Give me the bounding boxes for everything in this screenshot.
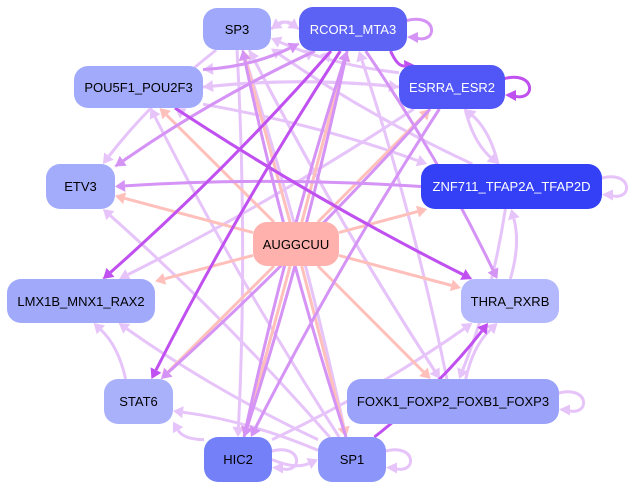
edge-auggcuu-to-foxk1_foxp2_foxb1_foxp3 — [316, 264, 431, 379]
node-label: LMX1B_MNX1_RAX2 — [17, 293, 145, 309]
edge-auggcuu-to-pou5f1_pou2f3 — [159, 108, 275, 224]
edge-auggcuu-to-etv3 — [115, 192, 254, 234]
node-znf711-tfap2a-tfap2d[interactable]: ZNF711_TFAP2A_TFAP2D — [421, 164, 602, 209]
edge-foxk1_foxp2_foxb1_foxp3-to-foxk1_foxp2_foxb1_foxp3 — [556, 390, 585, 416]
node-label: POU5F1_POU2F3 — [84, 79, 193, 95]
edge-sp1-to-pou5f1_pou2f3 — [149, 108, 341, 438]
edge-foxk1_foxp2_foxb1_foxp3-to-rcor1_mta3 — [356, 51, 449, 380]
node-label: ZNF711_TFAP2A_TFAP2D — [432, 179, 591, 194]
node-foxk1-foxp2-foxb1-foxp3[interactable]: FOXK1_FOXP2_FOXB1_FOXP3 — [347, 379, 559, 424]
edge-sp1-to-sp1 — [383, 448, 412, 474]
edge-stat6-to-lmx1b_mnx1_rax2 — [93, 323, 128, 380]
node-auggcuu[interactable]: AUGGCUU — [253, 222, 339, 266]
edge-auggcuu-to-thra_rxrb — [338, 254, 461, 292]
node-label: ETV3 — [64, 179, 97, 194]
node-sp1[interactable]: SP1 — [318, 437, 386, 482]
edge-sp3-to-hic2 — [232, 49, 245, 437]
edge-foxk1_foxp2_foxb1_foxp3-to-thra_rxrb — [464, 323, 498, 380]
edge-sp1-to-stat6 — [173, 406, 319, 452]
edge-pou5f1_pou2f3-to-thra_rxrb — [174, 106, 472, 280]
edge-znf711_tfap2a_tfap2d-to-esrra_esr2 — [465, 109, 500, 165]
node-label: STAT6 — [119, 394, 158, 409]
node-etv3[interactable]: ETV3 — [46, 164, 115, 209]
edge-esrra_esr2-to-lmx1b_mnx1_rax2 — [119, 107, 415, 280]
edge-auggcuu-to-lmx1b_mnx1_rax2 — [155, 253, 254, 285]
edge-rcor1_mta3-to-sp3 — [271, 18, 300, 31]
node-lmx1b-mnx1-rax2[interactable]: LMX1B_MNX1_RAX2 — [7, 279, 155, 323]
node-label: SP1 — [339, 452, 365, 467]
edge-znf711_tfap2a_tfap2d-to-znf711_tfap2a_tfap2d — [599, 175, 628, 201]
node-hic2[interactable]: HIC2 — [204, 437, 272, 482]
node-label: THRA_RXRB — [470, 293, 550, 309]
edge-hic2-to-sp1 — [271, 457, 318, 469]
edge-esrra_esr2-to-esrra_esr2 — [502, 75, 531, 101]
edge-auggcuu-to-znf711_tfap2a_tfap2d — [338, 205, 428, 234]
edge-thra_rxrb-to-znf711_tfap2a_tfap2d — [508, 209, 520, 280]
node-pou5f1-pou2f3[interactable]: POU5F1_POU2F3 — [74, 66, 203, 108]
node-label: FOXK1_FOXP2_FOXB1_FOXP3 — [356, 394, 550, 409]
edge-rcor1_mta3-to-rcor1_mta3 — [404, 17, 433, 43]
edge-foxk1_foxp2_foxb1_foxp3-to-sp3 — [248, 50, 442, 380]
edge-rcor1_mta3-to-etv3 — [115, 49, 316, 167]
edge-znf711_tfap2a_tfap2d-to-etv3 — [115, 179, 422, 192]
node-esrra-esr2[interactable]: ESRRA_ESR2 — [399, 65, 505, 109]
edge-pou5f1_pou2f3-to-rcor1_mta3 — [202, 42, 299, 72]
edge-hic2-to-stat6 — [172, 421, 205, 442]
edge-pou5f1_pou2f3-to-znf711_tfap2a_tfap2d — [202, 102, 428, 167]
node-rcor1-mta3[interactable]: RCOR1_MTA3 — [299, 7, 407, 51]
edge-rcor1_mta3-to-stat6 — [150, 50, 342, 379]
node-label: HIC2 — [223, 452, 253, 467]
edge-hic2-to-hic2 — [269, 448, 298, 474]
edge-esrra_esr2-to-hic2 — [250, 108, 441, 437]
node-label: ESRRA_ESR2 — [409, 79, 495, 95]
edge-rcor1_mta3-to-lmx1b_mnx1_rax2 — [103, 50, 333, 279]
node-thra-rxrb[interactable]: THRA_RXRB — [461, 279, 559, 323]
node-sp3[interactable]: SP3 — [203, 8, 271, 50]
node-label: SP3 — [224, 21, 250, 37]
edge-sp1-to-lmx1b_mnx1_rax2 — [118, 323, 319, 441]
node-stat6[interactable]: STAT6 — [104, 379, 173, 424]
node-label: AUGGCUU — [262, 236, 330, 252]
node-label: RCOR1_MTA3 — [309, 21, 397, 37]
edge-rcor1_mta3-to-thra_rxrb — [364, 50, 499, 279]
